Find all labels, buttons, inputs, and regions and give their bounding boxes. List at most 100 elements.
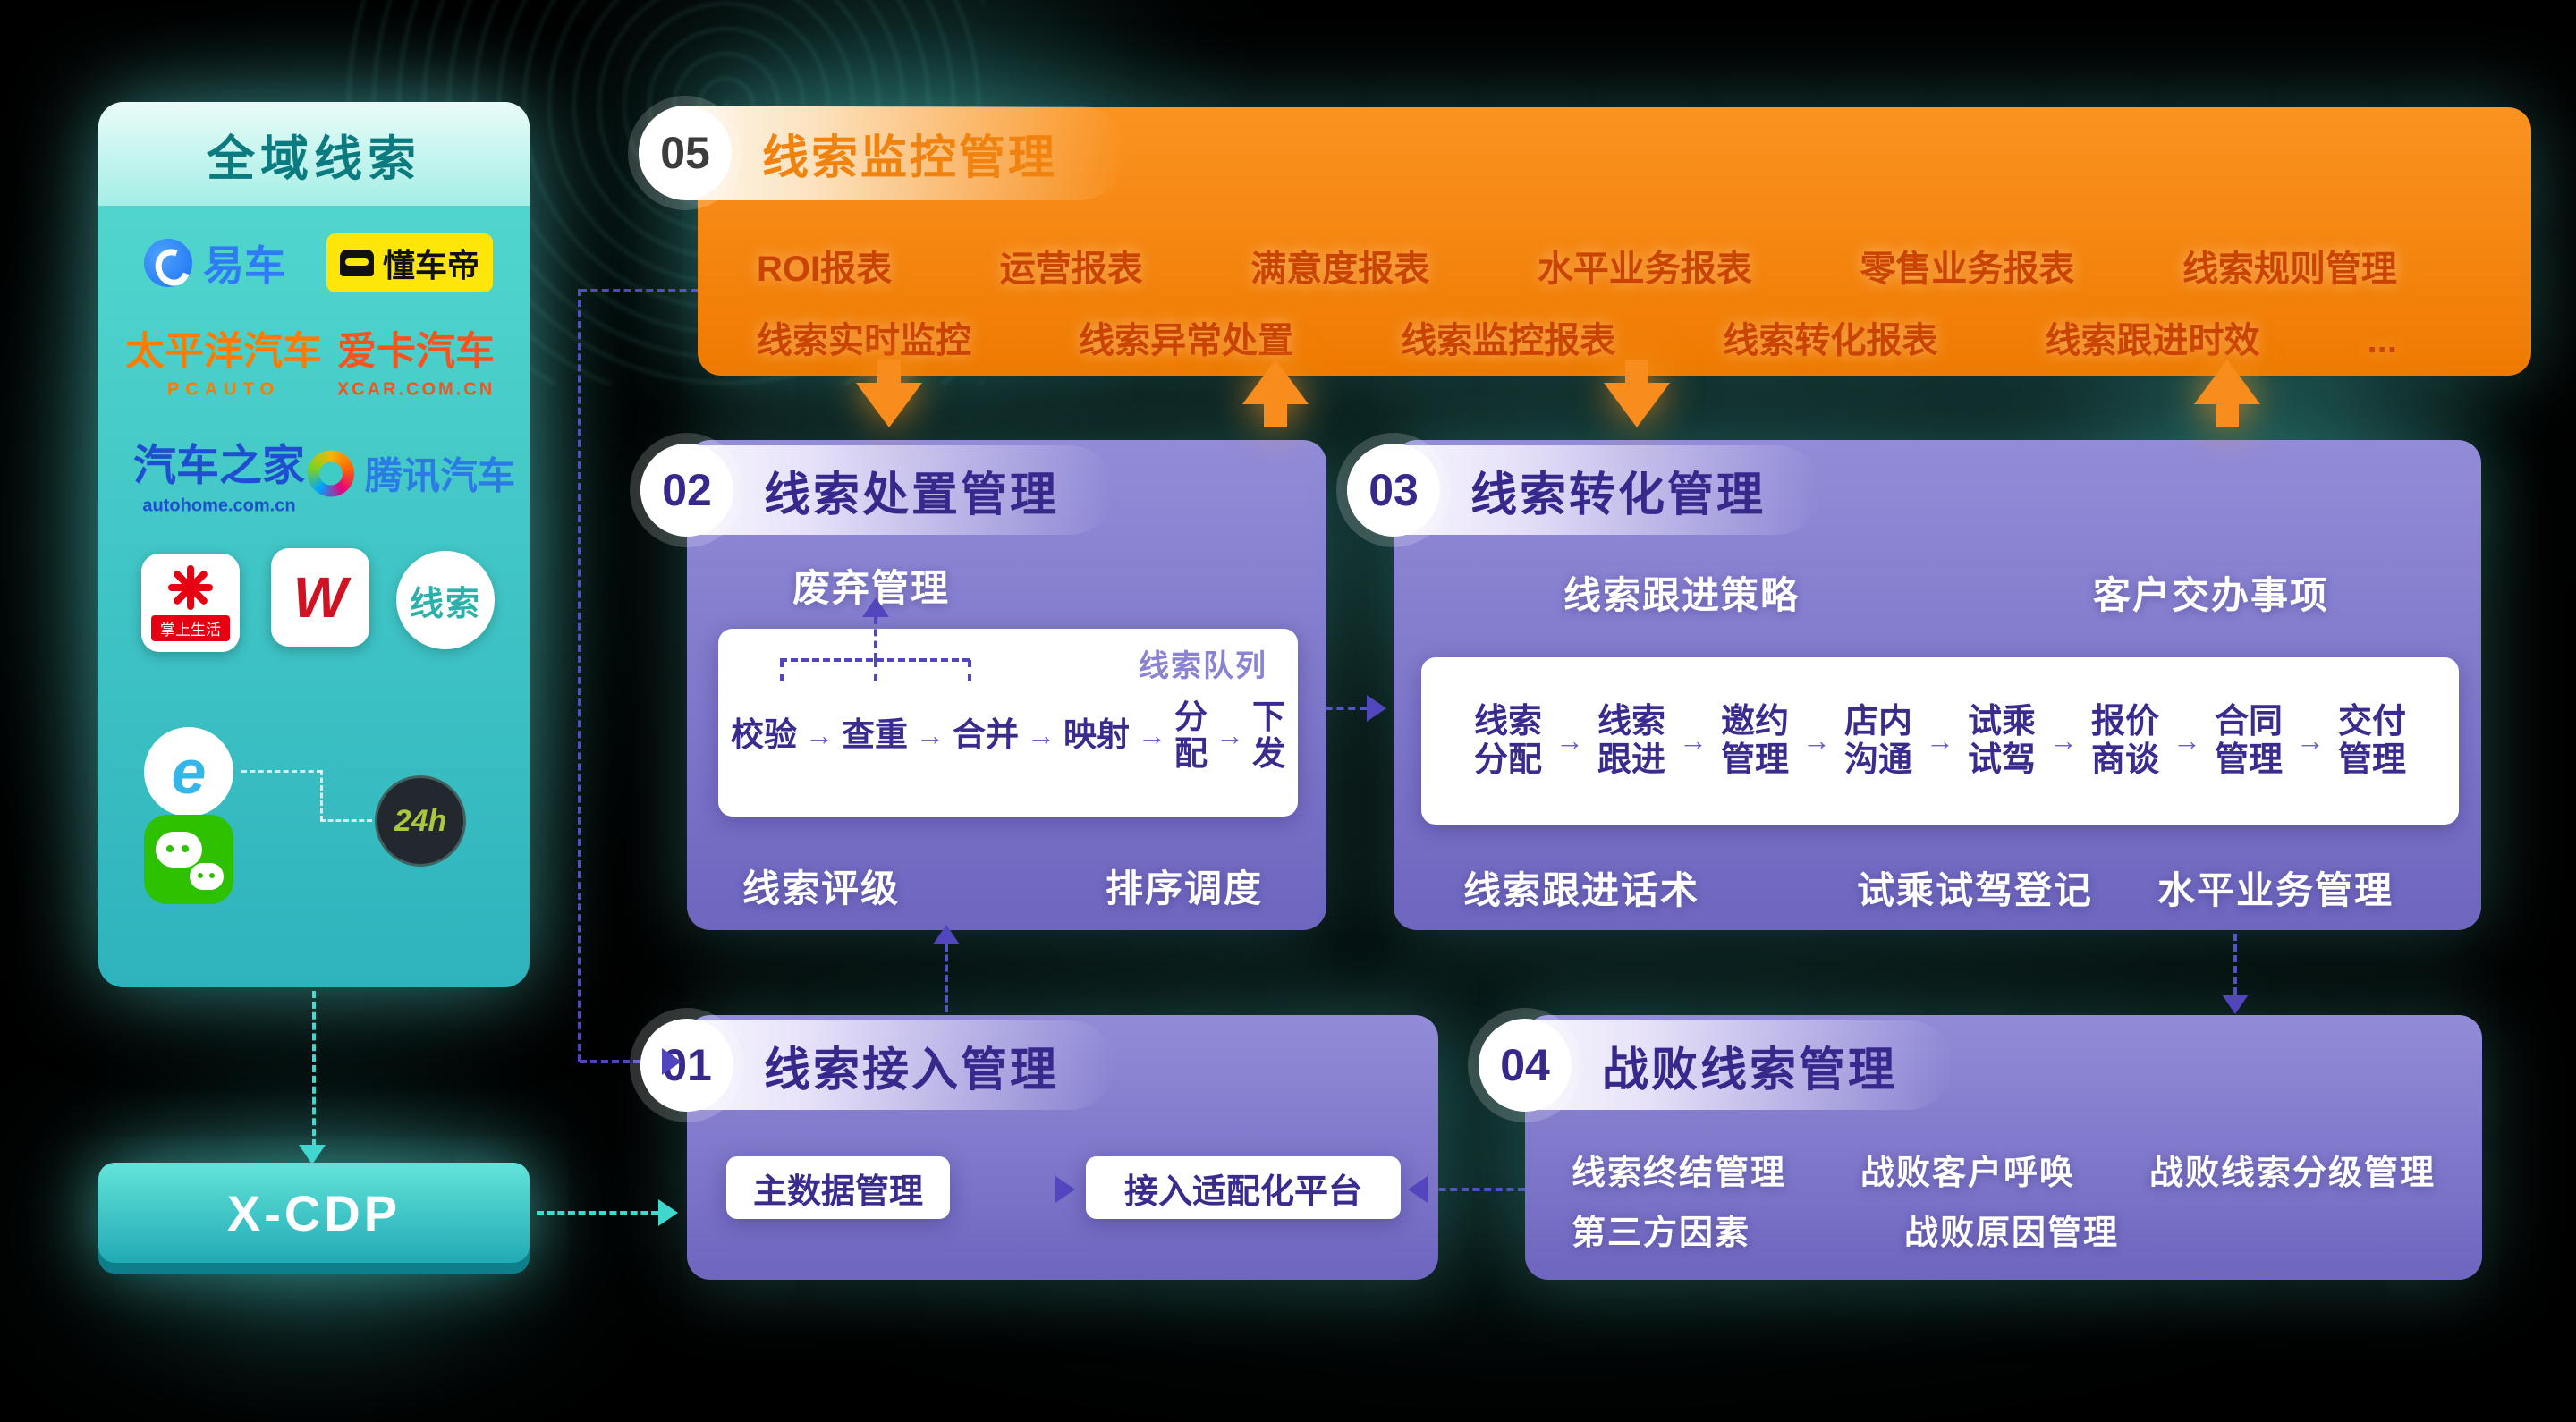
lost-customer-recall-label: 战败客户呼唤 — [1860, 1155, 2075, 1192]
panel-01-title: 线索接入管理 — [764, 1044, 1060, 1096]
conversion-steps-box: 线索 分配 → 线索 跟进 → 邀约 管理 → 店内 沟通 → 试乘 试驾 → … — [1421, 657, 2459, 825]
followup-strategy-label: 线索跟进策略 — [1563, 574, 1801, 616]
step-verify: 校验 — [731, 716, 797, 754]
source-panel: 全域线索 易车 懂车帝 太平洋汽车 PCAUTO 爱卡汽车 XCAR.COM.C… — [98, 102, 530, 987]
autohome-logo: 汽车之家 autohome.com.cn — [133, 430, 305, 517]
panel-01-badge: 01 — [640, 1019, 733, 1112]
h24-label: 24h — [394, 803, 447, 838]
connector-arrow-left-icon — [1408, 1176, 1428, 1203]
xiansuo-circle-icon: 线索 — [396, 551, 495, 649]
dongchedi-label: 懂车帝 — [382, 247, 479, 284]
bracket-line — [780, 660, 784, 681]
w-app-icon: W — [271, 548, 369, 647]
report-item-ellipsis: ... — [2367, 321, 2397, 360]
xiansuo-badge: 线索 — [396, 551, 495, 649]
followup-script-label: 线索跟进话术 — [1463, 869, 1700, 911]
step-arrow-icon: → — [1926, 724, 1954, 757]
step-arrow-icon: → — [2049, 724, 2079, 757]
lead-queue-label: 线索队列 — [1139, 649, 1267, 683]
tencent-label: 腾讯汽车 — [364, 454, 516, 497]
autohome-label: 汽车之家 — [132, 442, 306, 490]
bracket-arrow-up-icon — [862, 597, 889, 617]
step-delivery: 交付 管理 — [2338, 702, 2407, 779]
bracket-line — [874, 660, 877, 681]
step-arrow-icon: → — [2296, 724, 2326, 757]
report-item: 线索实时监控 — [757, 321, 971, 360]
conversion-steps: 线索 分配 → 线索 跟进 → 邀约 管理 → 店内 沟通 → 试乘 试驾 → … — [1421, 657, 2459, 825]
report-item: 线索转化报表 — [1723, 321, 1938, 360]
inner-connector — [320, 819, 372, 822]
connector-source-xcdp — [312, 991, 316, 1147]
w-app: W — [271, 548, 369, 647]
connector-01-02 — [945, 944, 948, 1012]
headset-24h-icon: 24h — [375, 775, 466, 867]
panel-05-monitoring: 05 线索监控管理 ROI报表 运营报表 满意度报表 水平业务报表 零售业务报表… — [639, 106, 2531, 376]
pcauto-sublabel: PCAUTO — [166, 379, 281, 400]
flow-arrow-up-icon — [2194, 360, 2260, 427]
connector-xcdp-01 — [537, 1211, 658, 1215]
panel-03-title: 线索转化管理 — [1470, 469, 1767, 521]
inner-connector — [242, 770, 322, 773]
step-lead-follow: 线索 跟进 — [1597, 702, 1665, 779]
lost-lead-grading-label: 战败线索分级管理 — [2148, 1155, 2436, 1192]
report-item: 线索异常处置 — [1079, 321, 1294, 360]
step-contract: 合同 管理 — [2215, 702, 2284, 779]
panel-02-title: 线索处置管理 — [764, 469, 1060, 521]
step-invite: 邀约 管理 — [1720, 702, 1789, 779]
step-arrow-icon: → — [2173, 724, 2202, 757]
ie-logo: e — [144, 727, 233, 817]
zhangshang-icon: 掌上生活 — [141, 554, 240, 652]
step-merge: 合并 — [953, 716, 1019, 754]
step-assign: 分 配 — [1174, 698, 1208, 772]
yiche-label: 易车 — [203, 242, 285, 289]
connector-arrow-down-icon — [299, 1145, 326, 1164]
hotline-24h-logo: 24h — [375, 775, 466, 867]
connector-arrow-right-icon — [658, 1199, 678, 1226]
panel-05-title: 线索监控管理 — [762, 131, 1058, 184]
report-item: ROI报表 — [757, 250, 893, 289]
step-testdrive: 试乘 试驾 — [1968, 702, 2037, 779]
xcar-label: 爱卡汽车 — [337, 329, 495, 374]
report-item: 线索监控报表 — [1401, 321, 1616, 360]
w-letter: W — [292, 565, 348, 630]
pcauto-logo: 太平洋汽车 PCAUTO — [125, 319, 322, 401]
connector-04-01 — [1428, 1188, 1525, 1191]
xcar-logo: 爱卡汽车 XCAR.COM.CN — [337, 319, 495, 401]
xiansuo-label: 线索 — [409, 585, 481, 623]
panel-01-access: 01 线索接入管理 主数据管理 接入适配化平台 — [640, 1015, 1438, 1280]
lead-termination-label: 线索终结管理 — [1572, 1155, 1787, 1192]
panel-03-conversion: 03 线索转化管理 线索跟进策略 客户交办事项 线索 分配 → 线索 跟进 → … — [1347, 440, 2481, 930]
panel-03-header: 03 线索转化管理 — [1347, 444, 1821, 537]
yiche-logo: 易车 — [144, 233, 285, 292]
lost-reason-label: 战败原因管理 — [1904, 1215, 2120, 1252]
third-party-factor-label: 第三方因素 — [1572, 1215, 1751, 1252]
tencent-ring-icon — [307, 450, 354, 496]
connector-02-03 — [1302, 707, 1367, 710]
connector-arrow-right-icon — [662, 1048, 682, 1075]
flow-arrow-down-icon — [856, 360, 922, 427]
connector-05-01 — [580, 289, 698, 292]
step-arrow-icon: → — [1555, 724, 1584, 757]
master-data-box: 主数据管理 — [726, 1156, 950, 1219]
adapter-platform-box: 接入适配化平台 — [1086, 1156, 1401, 1219]
step-arrow-icon: → — [1027, 718, 1055, 751]
wechat-logo — [144, 815, 233, 904]
horizontal-business-label: 水平业务管理 — [2157, 869, 2394, 911]
zhangshang-label: 掌上生活 — [151, 614, 230, 641]
step-arrow-icon: → — [1678, 724, 1707, 757]
connector-arrow-right-icon — [1055, 1176, 1075, 1203]
inner-connector — [320, 770, 323, 821]
step-arrow-icon: → — [916, 718, 945, 751]
report-item: 运营报表 — [999, 250, 1143, 289]
lead-rating-label: 线索评级 — [742, 868, 901, 910]
panel-04-badge: 04 — [1479, 1019, 1572, 1112]
flow-arrow-down-icon — [1604, 360, 1670, 427]
step-arrow-icon: → — [1801, 724, 1831, 757]
tencent-auto-logo: 腾讯汽车 — [307, 446, 516, 501]
panel-02-disposal: 02 线索处置管理 废弃管理 线索队列 校验 → 查重 → 合并 → 映射 → … — [640, 440, 1326, 930]
step-map: 映射 — [1063, 716, 1130, 754]
panel-05-badge: 05 — [639, 106, 732, 199]
disposal-steps: 校验 → 查重 → 合并 → 映射 → 分 配 → 下 发 — [718, 629, 1298, 817]
customer-tasks-label: 客户交办事项 — [2092, 574, 2329, 616]
